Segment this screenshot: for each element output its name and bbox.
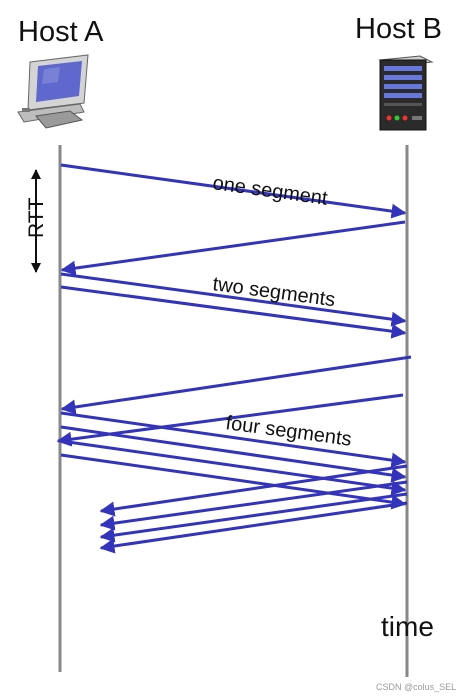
- ack-arrow: [99, 501, 408, 554]
- data-segment-arrow: [60, 453, 407, 510]
- time-label: time: [381, 611, 434, 642]
- rtt-label: RTT: [25, 197, 48, 238]
- host-a-label: Host A: [18, 16, 104, 48]
- data-segment-arrow: [60, 163, 407, 219]
- round-1-label: one segment: [211, 172, 329, 210]
- ack-arrow: [56, 393, 404, 447]
- ack-arrow: [99, 492, 408, 543]
- round-2-label: two segments: [211, 273, 336, 311]
- computer-icon: [17, 54, 89, 129]
- ack-arrow: [60, 220, 406, 276]
- data-segment-arrow: [60, 425, 407, 483]
- watermark: CSDN @colus_SEL: [376, 682, 457, 692]
- data-segment-arrow: [60, 439, 407, 496]
- data-segment-arrow: [60, 285, 407, 339]
- ack-arrow: [99, 480, 408, 531]
- ack-arrow: [99, 464, 408, 517]
- server-icon: [378, 55, 434, 131]
- ack-arrow: [60, 355, 412, 415]
- data-segment-arrow: [60, 272, 407, 327]
- data-segment-arrow: [60, 411, 407, 468]
- host-b-label: Host B: [355, 13, 443, 45]
